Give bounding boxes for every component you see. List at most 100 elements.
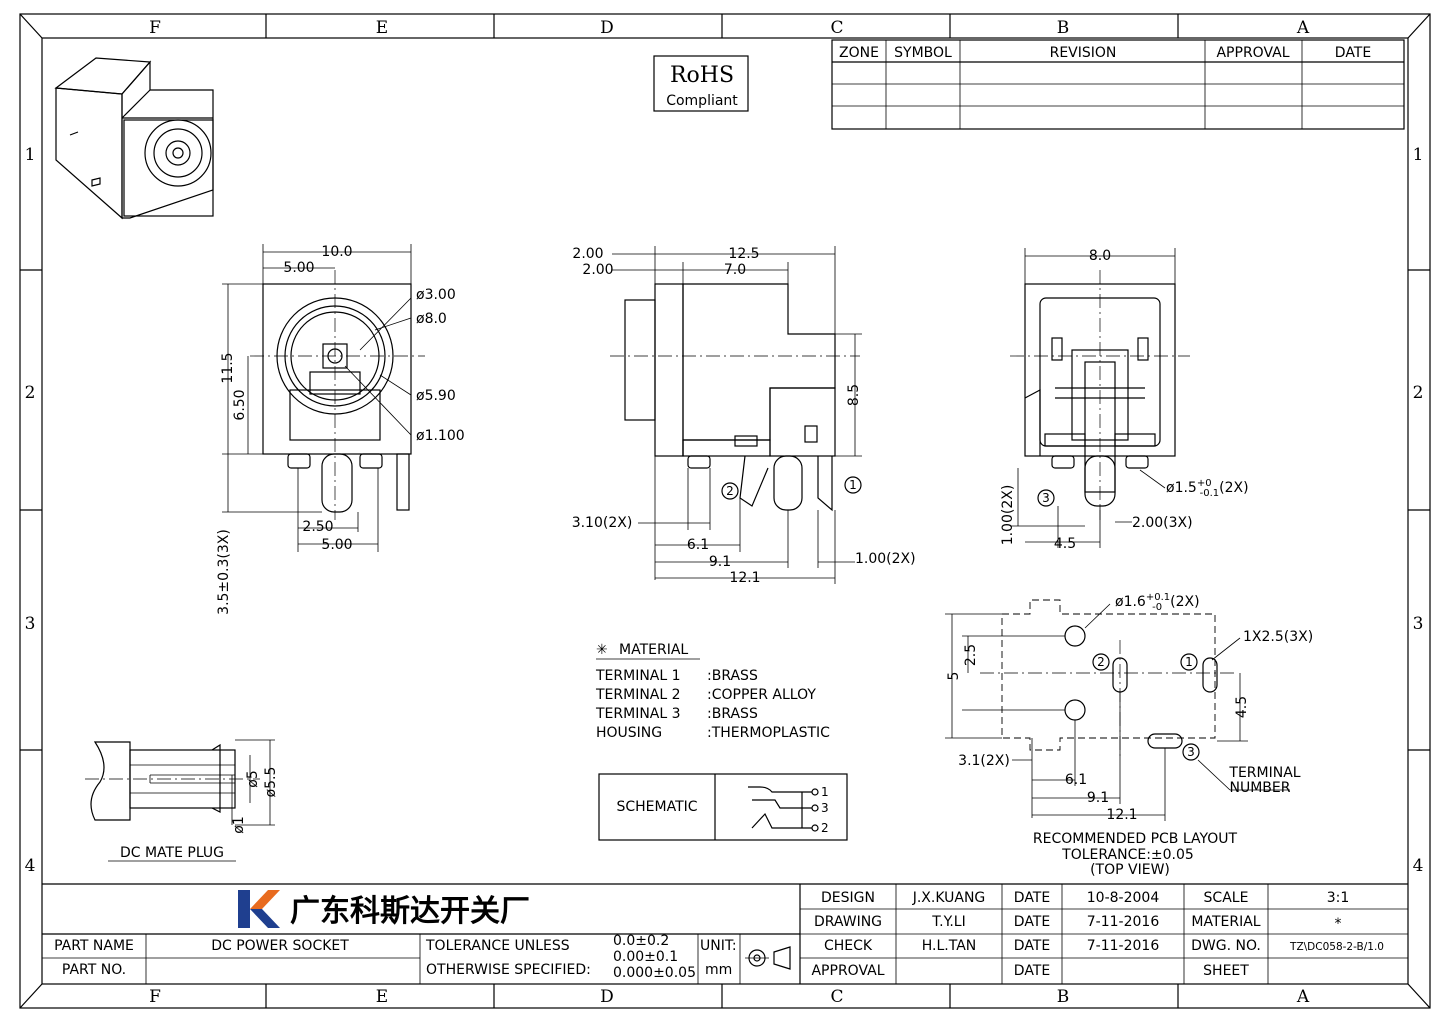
material-part-4: HOUSING xyxy=(596,725,662,741)
front-dim-height: 11.5 xyxy=(220,352,236,383)
front-dim-half-width: 5.00 xyxy=(283,260,314,276)
col-label-b: B xyxy=(1057,18,1070,38)
rear-hole-tol-lower: -0.1 xyxy=(1200,488,1220,499)
plug-dim-dia-5: ø5 xyxy=(245,770,261,787)
pcb-caption-1: RECOMMENDED PCB LAYOUT xyxy=(1033,831,1238,847)
drawing-label: DRAWING xyxy=(814,914,882,930)
rev-header-zone: ZONE xyxy=(839,45,879,61)
rear-dim-width: 8.0 xyxy=(1089,248,1111,264)
schematic-box: SCHEMATIC 1 3 2 xyxy=(598,773,848,841)
pcb-dim-3-1: 3.1(2X) xyxy=(958,753,1010,769)
material-value: * xyxy=(1335,916,1342,932)
approval-date-label: DATE xyxy=(1014,963,1050,979)
rohs-title: RoHS xyxy=(670,63,734,88)
side-dim-flange-1: 2.00 xyxy=(572,246,603,262)
side-dim-pin-height: 3.10(2X) xyxy=(572,515,633,531)
material-value-4: :THERMOPLASTIC xyxy=(707,725,830,741)
material-asterisk: ✳ xyxy=(596,642,608,658)
row-label-2: 2 xyxy=(25,383,36,403)
tolerance-label-1: TOLERANCE UNLESS xyxy=(425,938,570,954)
tolerance-2: 0.00±0.1 xyxy=(613,949,678,965)
drawing-date: 7-11-2016 xyxy=(1087,914,1160,930)
rev-header-symbol: SYMBOL xyxy=(894,45,952,61)
pcb-dim-2-5: 2.5 xyxy=(963,644,979,666)
unit-value: mm xyxy=(705,962,732,978)
pcb-hole-prefix: ø1.6 xyxy=(1115,594,1146,610)
third-angle-projection-icon xyxy=(745,946,791,970)
title-block: 广东科斯达开关厂 PART NAME DC POWER SOCKET PART … xyxy=(42,883,1408,984)
material-value-2: :COPPER ALLOY xyxy=(707,687,816,703)
plug-dim-dia-1: ø1 xyxy=(231,816,247,833)
pcb-dim-9-1: 9.1 xyxy=(1087,790,1109,806)
row-label-1-right: 1 xyxy=(1413,145,1424,165)
pcb-callout-1: 1 xyxy=(1185,655,1193,669)
row-label-4-right: 4 xyxy=(1413,856,1424,876)
front-dim-dia-1-1: ø1.100 xyxy=(416,428,465,444)
pcb-layout: ø1.6+0.1-0(2X) 1X2.5(3X) 2.5 5 4.5 3.1(2… xyxy=(945,592,1313,878)
side-dim-12-1: 12.1 xyxy=(729,570,760,586)
pcb-dim-6-1: 6.1 xyxy=(1065,772,1087,788)
side-dim-6-1: 6.1 xyxy=(687,537,709,553)
plug-title: DC MATE PLUG xyxy=(120,845,224,861)
tolerance-label-2: OTHERWISE SPECIFIED: xyxy=(426,962,591,978)
col-label-d-bottom: D xyxy=(600,987,614,1007)
side-dim-height: 8.5 xyxy=(846,384,862,406)
design-label: DESIGN xyxy=(821,890,875,906)
side-dim-9-1: 9.1 xyxy=(709,554,731,570)
sheet-label: SHEET xyxy=(1203,963,1249,979)
part-name-value: DC POWER SOCKET xyxy=(211,938,349,954)
col-label-e: E xyxy=(376,18,388,38)
row-label-3-right: 3 xyxy=(1413,614,1424,634)
rear-hole-suffix: (2X) xyxy=(1219,480,1248,496)
rohs-subtitle: Compliant xyxy=(666,93,738,109)
col-label-a-bottom: A xyxy=(1296,987,1310,1007)
schematic-pin-2: 2 xyxy=(821,821,829,835)
rear-dim-hole-dia: ø1.5+0-0.1(2X) xyxy=(1166,478,1249,499)
pcb-hole-tol-upper: +0.1 xyxy=(1146,592,1170,603)
front-dim-pin-pitch: 2.50 xyxy=(302,519,333,535)
unit-label: UNIT: xyxy=(700,938,737,954)
check-by: H.L.TAN xyxy=(922,938,977,954)
schematic-pin-1: 1 xyxy=(821,785,829,799)
revision-table: ZONE SYMBOL REVISION APPROVAL DATE xyxy=(831,39,1405,130)
design-date-label: DATE xyxy=(1014,890,1050,906)
side-dim-length: 12.5 xyxy=(728,246,759,262)
material-label: MATERIAL xyxy=(1191,914,1260,930)
rohs-compliant-badge: RoHS Compliant xyxy=(653,55,749,112)
check-date: 7-11-2016 xyxy=(1087,938,1160,954)
col-label-c: C xyxy=(830,18,843,38)
front-dim-pin-length: 3.5±0.3(3X) xyxy=(216,529,232,615)
col-label-f: F xyxy=(149,18,161,38)
check-label: CHECK xyxy=(824,938,873,954)
col-label-b-bottom: B xyxy=(1057,987,1070,1007)
design-date: 10-8-2004 xyxy=(1087,890,1160,906)
material-value-1: :BRASS xyxy=(707,668,758,684)
front-dim-dia-5-9: ø5.90 xyxy=(416,388,456,404)
material-part-1: TERMINAL 1 xyxy=(595,668,681,684)
pcb-dim-hole-dia: ø1.6+0.1-0(2X) xyxy=(1115,592,1200,613)
part-name-label: PART NAME xyxy=(54,938,134,954)
rear-view: 8.0 1.00(2X) 4.5 2.00(3X) ø1.5+0-0.1(2X)… xyxy=(1000,248,1249,552)
pcb-dim-4-5: 4.5 xyxy=(1234,696,1250,718)
side-view: 12.5 2.00 2.00 7.0 8.5 3.10(2X) 6.1 9.1 … xyxy=(572,246,916,586)
rev-header-revision: REVISION xyxy=(1050,45,1117,61)
front-dim-dia-8: ø8.0 xyxy=(416,311,447,327)
rev-header-approval: APPROVAL xyxy=(1216,45,1289,61)
schematic-label: SCHEMATIC xyxy=(616,799,697,815)
plug-dim-dia-5-5: ø5.5 xyxy=(263,767,279,798)
drawing-by: T.Y.LI xyxy=(931,914,965,930)
scale-label: SCALE xyxy=(1204,890,1249,906)
side-dim-flange-2: 2.00 xyxy=(582,262,613,278)
material-part-2: TERMINAL 2 xyxy=(595,687,681,703)
scale-value: 3:1 xyxy=(1327,890,1350,906)
col-label-d: D xyxy=(600,18,614,38)
pcb-dim-5: 5 xyxy=(946,672,962,681)
side-callout-1: 1 xyxy=(849,478,857,492)
pcb-slot-label: 1X2.5(3X) xyxy=(1243,629,1313,645)
company-name: 广东科斯达开关厂 xyxy=(290,894,530,929)
side-callout-2: 2 xyxy=(726,484,734,498)
col-label-c-bottom: C xyxy=(830,987,843,1007)
dc-mate-plug: ø5 ø5.5 ø1 DC MATE PLUG xyxy=(85,739,279,862)
check-date-label: DATE xyxy=(1014,938,1050,954)
